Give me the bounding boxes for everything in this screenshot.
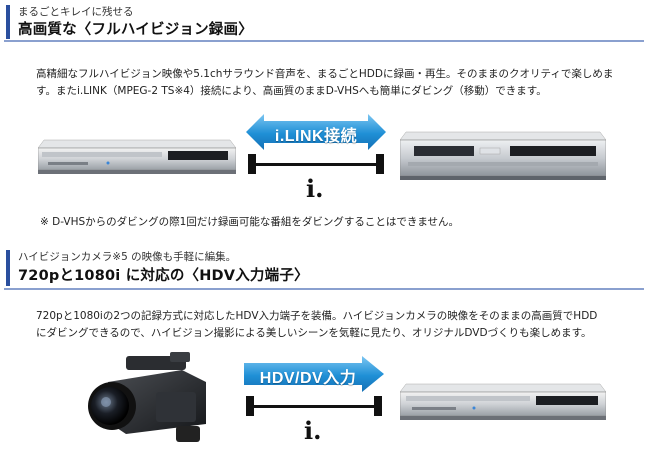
header-accent-bar: [6, 5, 10, 39]
dvd-recorder-image: [400, 383, 606, 420]
section-body-text: 高精細なフルハイビジョン映像や5.1chサラウンド音声を、まるごとHDDに録画・…: [36, 68, 614, 97]
header-accent-bar: [6, 250, 10, 286]
dvd-recorder-image: [38, 139, 236, 174]
footnote: ※ D-VHSからのダビングの際1回だけ録画可能な番組をダビングすることはできま…: [40, 216, 460, 228]
cable-diagram: [248, 154, 384, 174]
cable-diagram: [246, 396, 382, 416]
arrow-label: HDV/DV入力: [259, 370, 357, 387]
camcorder-image: [88, 352, 206, 442]
section-title: 720pと1080i に対応の〈HDV入力端子〉: [18, 268, 309, 284]
ilink-icon: i.: [304, 416, 322, 445]
section-header-1: まるごとキレイに残せる 高画質な〈フルハイビジョン録画〉: [0, 0, 648, 44]
section-subtitle: ハイビジョンカメラ※5 の映像も手軽に編集。: [18, 251, 237, 263]
ilink-arrow: i.LINK接続: [246, 114, 386, 150]
section-body-text: 720pと1080iの2つの記録方式に対応したHDV入力端子を装備。ハイビジョン…: [36, 310, 598, 339]
header-rule: [4, 288, 644, 290]
hdv-arrow: HDV/DV入力: [244, 356, 384, 392]
ilink-icon: i.: [306, 174, 324, 203]
section-subtitle: まるごとキレイに残せる: [18, 6, 134, 18]
arrow-label: i.LINK接続: [274, 128, 358, 145]
section-header-2: ハイビジョンカメラ※5 の映像も手軽に編集。 720pと1080i に対応の〈H…: [0, 246, 648, 290]
dvhs-recorder-image: [400, 131, 606, 180]
header-rule: [4, 40, 644, 42]
section-title: 高画質な〈フルハイビジョン録画〉: [18, 22, 253, 38]
